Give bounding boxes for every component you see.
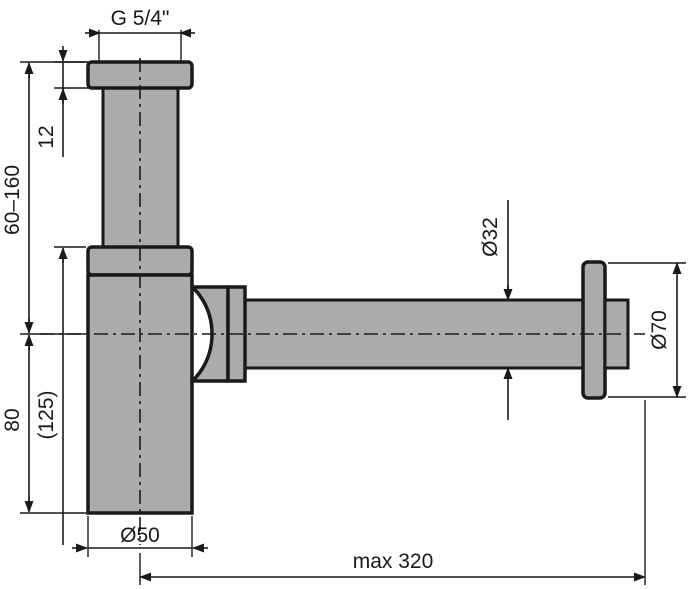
dim-label-thread-size: G 5/4" — [111, 7, 170, 30]
dim-max-outlet-reach: max 320 — [139, 400, 646, 585]
dim-thread-size: G 5/4" — [85, 7, 195, 62]
dim-label-body-diameter: Ø50 — [120, 524, 160, 547]
dim-label-outlet-height: 80 — [1, 408, 24, 431]
dim-label-inlet-height-range: 60–160 — [1, 165, 24, 235]
dim-label-total-body-height: (125) — [35, 390, 58, 439]
dim-total-body-height: (125) — [35, 246, 86, 545]
dim-label-flange-thickness: 12 — [35, 125, 58, 148]
dim-label-outlet-pipe-diameter: Ø32 — [479, 217, 502, 257]
dim-body-diameter: Ø50 — [72, 516, 208, 557]
dim-wall-flange-diameter: Ø70 — [608, 262, 686, 398]
dim-outlet-height: 80 — [1, 333, 86, 514]
dim-label-max-outlet-reach: max 320 — [353, 550, 434, 573]
dim-inlet-height-range: 60–160 — [1, 61, 86, 334]
wall-escutcheon-flange — [581, 260, 607, 400]
outlet-elbow — [190, 285, 230, 383]
part-geometry — [86, 60, 630, 515]
dim-outlet-pipe-diameter: Ø32 — [479, 200, 513, 420]
dim-label-wall-flange-diameter: Ø70 — [648, 310, 671, 350]
center-lines — [40, 58, 645, 545]
